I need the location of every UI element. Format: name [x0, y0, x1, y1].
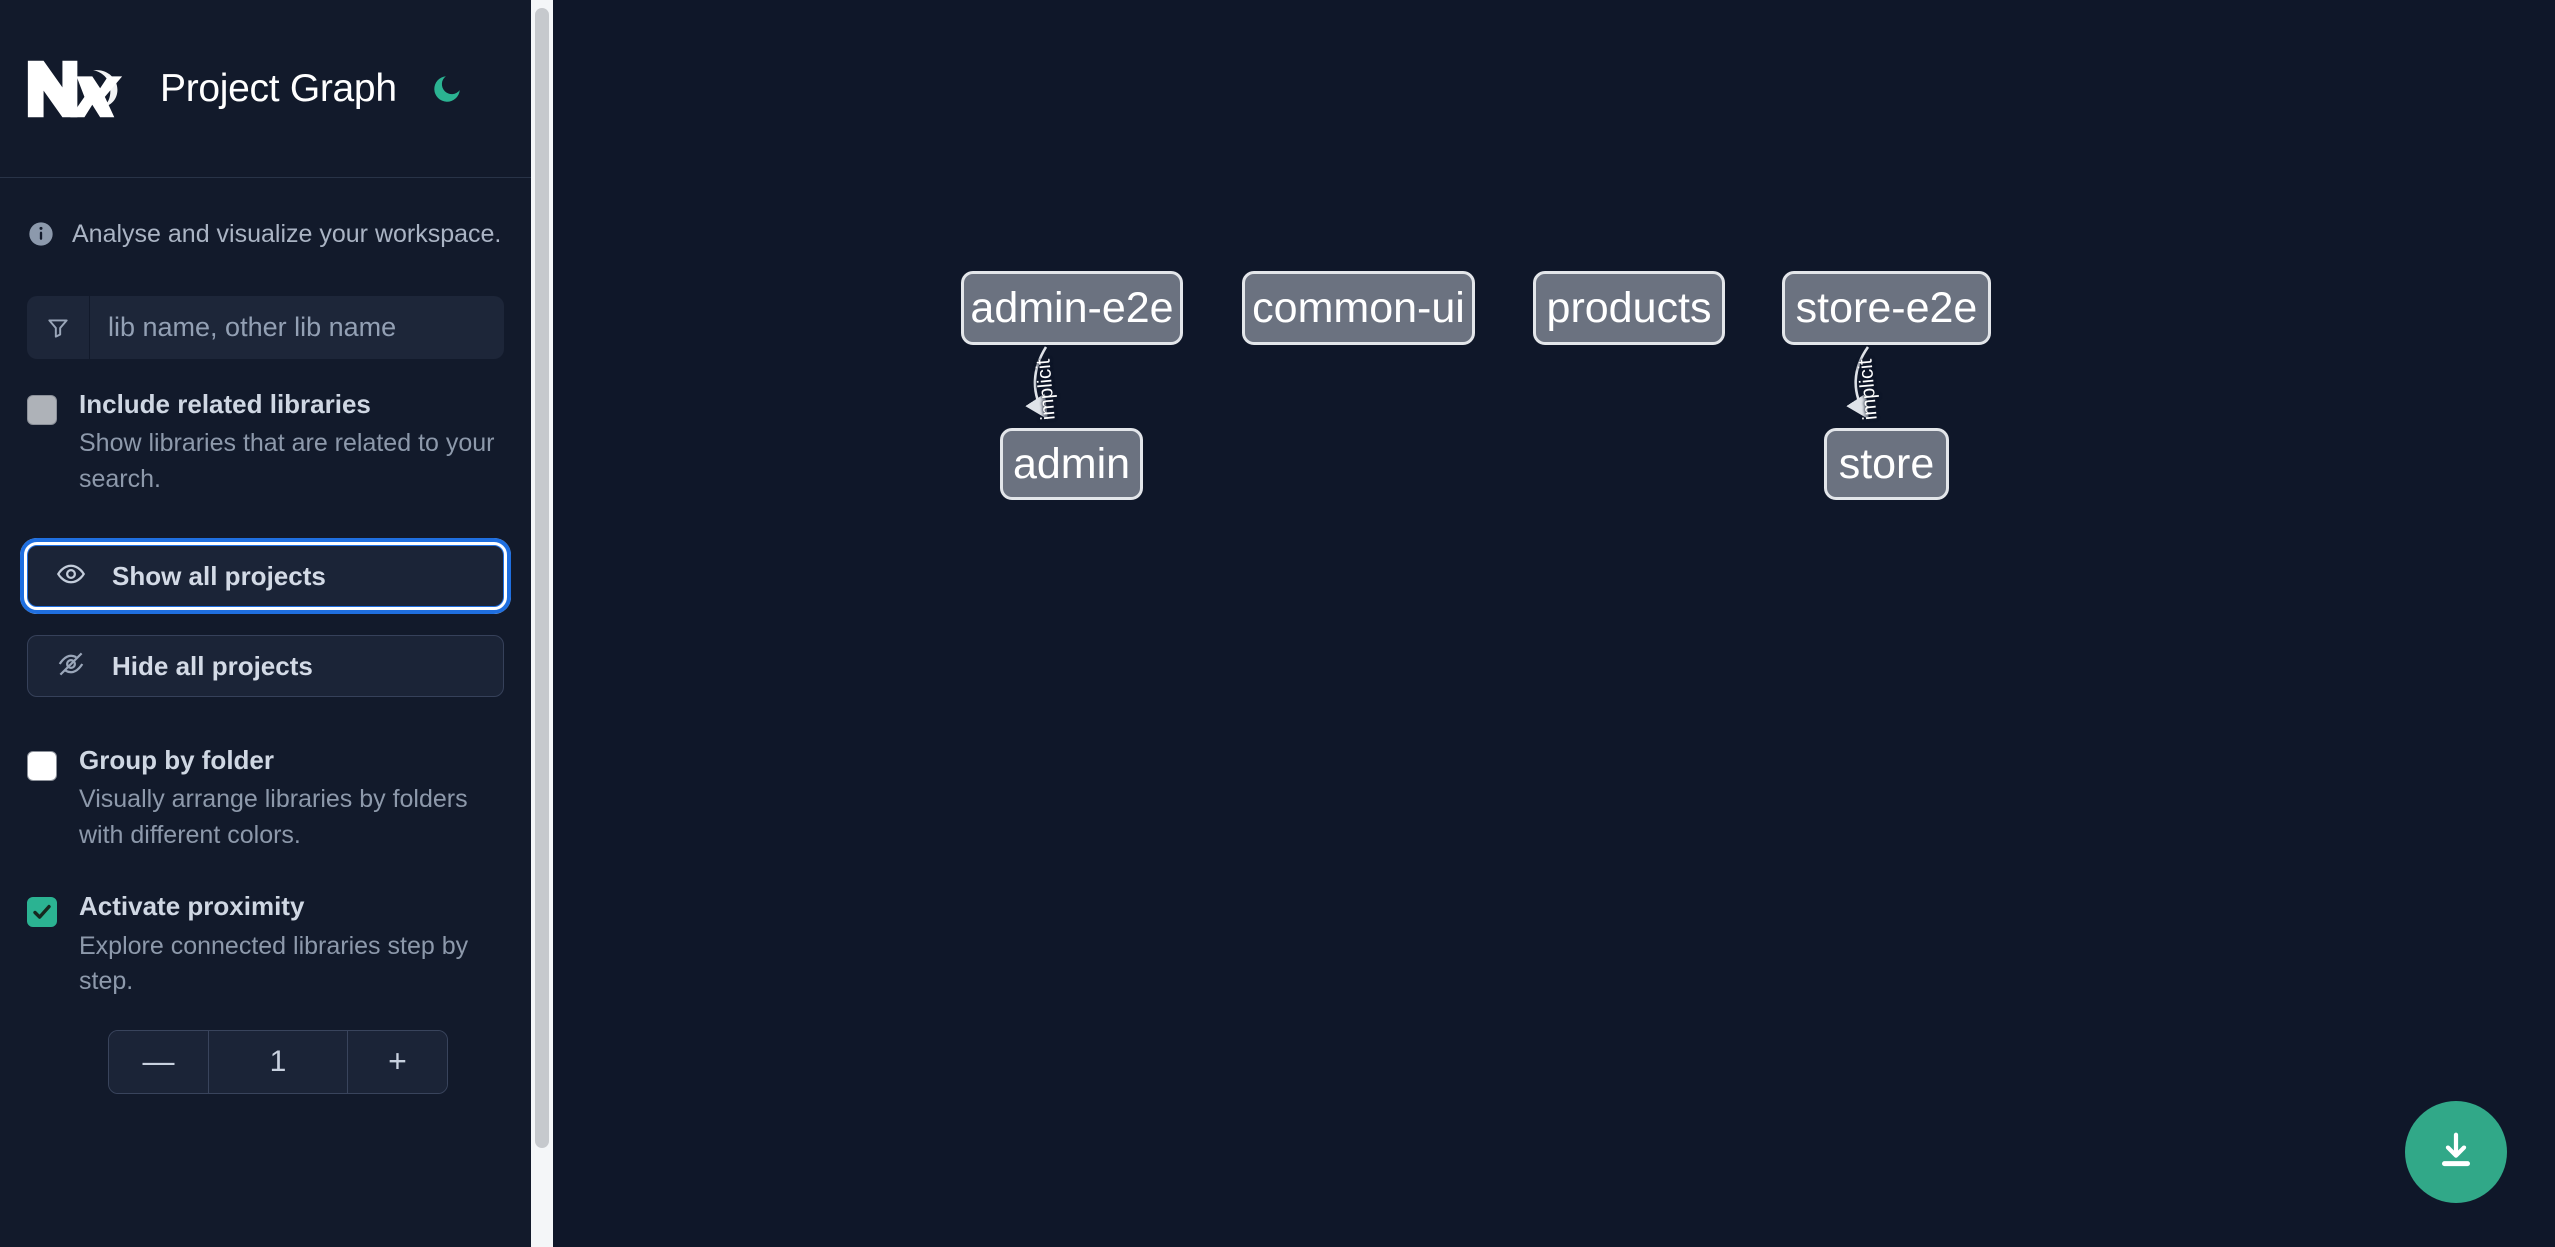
include-related-libraries-label: Include related libraries [79, 389, 371, 419]
edge-store-e2e-to-store [1846, 346, 1870, 420]
stepper-increment-button[interactable]: + [347, 1030, 447, 1093]
show-all-projects-label: Show all projects [112, 560, 326, 591]
graph-node-label: common-ui [1252, 283, 1465, 332]
quantity-stepper[interactable]: — 1 + [108, 1029, 448, 1094]
search-input[interactable] [90, 296, 504, 359]
option-group-by-folder[interactable]: Group by folder Visually arrange librari… [0, 745, 531, 853]
moon-icon[interactable] [430, 72, 464, 106]
include-related-libraries-checkbox[interactable] [27, 395, 57, 425]
graph-node-store-e2e[interactable]: store-e2e [1782, 271, 1991, 345]
brand-header: Project Graph [0, 0, 531, 178]
info-icon [27, 220, 55, 248]
tagline-text: Analyse and visualize your workspace. [72, 219, 502, 248]
graph-node-admin[interactable]: admin [1000, 428, 1143, 500]
graph-node-label: store [1838, 439, 1935, 488]
show-all-projects-button[interactable]: Show all projects [20, 538, 511, 615]
graph-node-label: admin [1012, 439, 1131, 488]
graph-canvas[interactable]: admin-e2e common-ui products store-e2e a… [553, 0, 2555, 1247]
eye-off-icon [56, 649, 86, 684]
tagline: Analyse and visualize your workspace. [0, 192, 531, 276]
graph-edges-layer [1025, 346, 1870, 420]
edge-admin-e2e-to-admin [1025, 346, 1048, 420]
option-include-related-libraries[interactable]: Include related libraries Show libraries… [0, 389, 531, 497]
graph-node-label: admin-e2e [970, 283, 1174, 332]
activate-proximity-label: Activate proximity [79, 891, 305, 922]
graph-node-common-ui[interactable]: common-ui [1242, 271, 1475, 345]
graph-node-products[interactable]: products [1533, 271, 1725, 345]
filter-row [0, 296, 531, 359]
graph-node-label: products [1546, 283, 1712, 332]
graph-node-label: store-e2e [1795, 283, 1978, 332]
graph-node-store[interactable]: store [1824, 428, 1949, 500]
download-icon [2433, 1128, 2479, 1177]
funnel-icon [27, 296, 90, 359]
graph-node-admin-e2e[interactable]: admin-e2e [961, 271, 1183, 345]
hide-all-projects-button[interactable]: Hide all projects [27, 635, 504, 698]
group-by-folder-label: Group by folder [79, 745, 274, 776]
sidebar-scrollbar-thumb[interactable] [535, 8, 549, 1148]
stepper-value: 1 [209, 1030, 347, 1093]
show-all-projects-wrapper: Show all projects [0, 538, 531, 615]
activate-proximity-description: Explore connected libraries step by step… [79, 931, 469, 996]
hide-all-projects-label: Hide all projects [112, 650, 313, 681]
sidebar-content: Project Graph Analyse and visualize your… [0, 0, 531, 1247]
hide-all-projects-wrapper: Hide all projects [0, 635, 531, 698]
sidebar: Project Graph Analyse and visualize your… [0, 0, 553, 1247]
stepper-decrement-button[interactable]: — [109, 1030, 209, 1093]
include-related-libraries-description: Show libraries that are related to your … [79, 429, 495, 493]
search-input-group[interactable] [27, 296, 504, 359]
option-activate-proximity[interactable]: Activate proximity Explore connected lib… [0, 891, 531, 999]
activate-proximity-checkbox[interactable] [27, 897, 57, 928]
download-graph-button[interactable] [2405, 1101, 2507, 1203]
proximity-stepper-wrapper: — 1 + [0, 1029, 531, 1094]
group-by-folder-description: Visually arrange libraries by folders wi… [79, 785, 468, 849]
group-by-folder-checkbox[interactable] [27, 751, 57, 782]
eye-icon [56, 559, 86, 594]
page-title: Project Graph [160, 66, 397, 110]
sidebar-scrollbar[interactable] [531, 0, 553, 1247]
nx-logo [27, 56, 123, 122]
